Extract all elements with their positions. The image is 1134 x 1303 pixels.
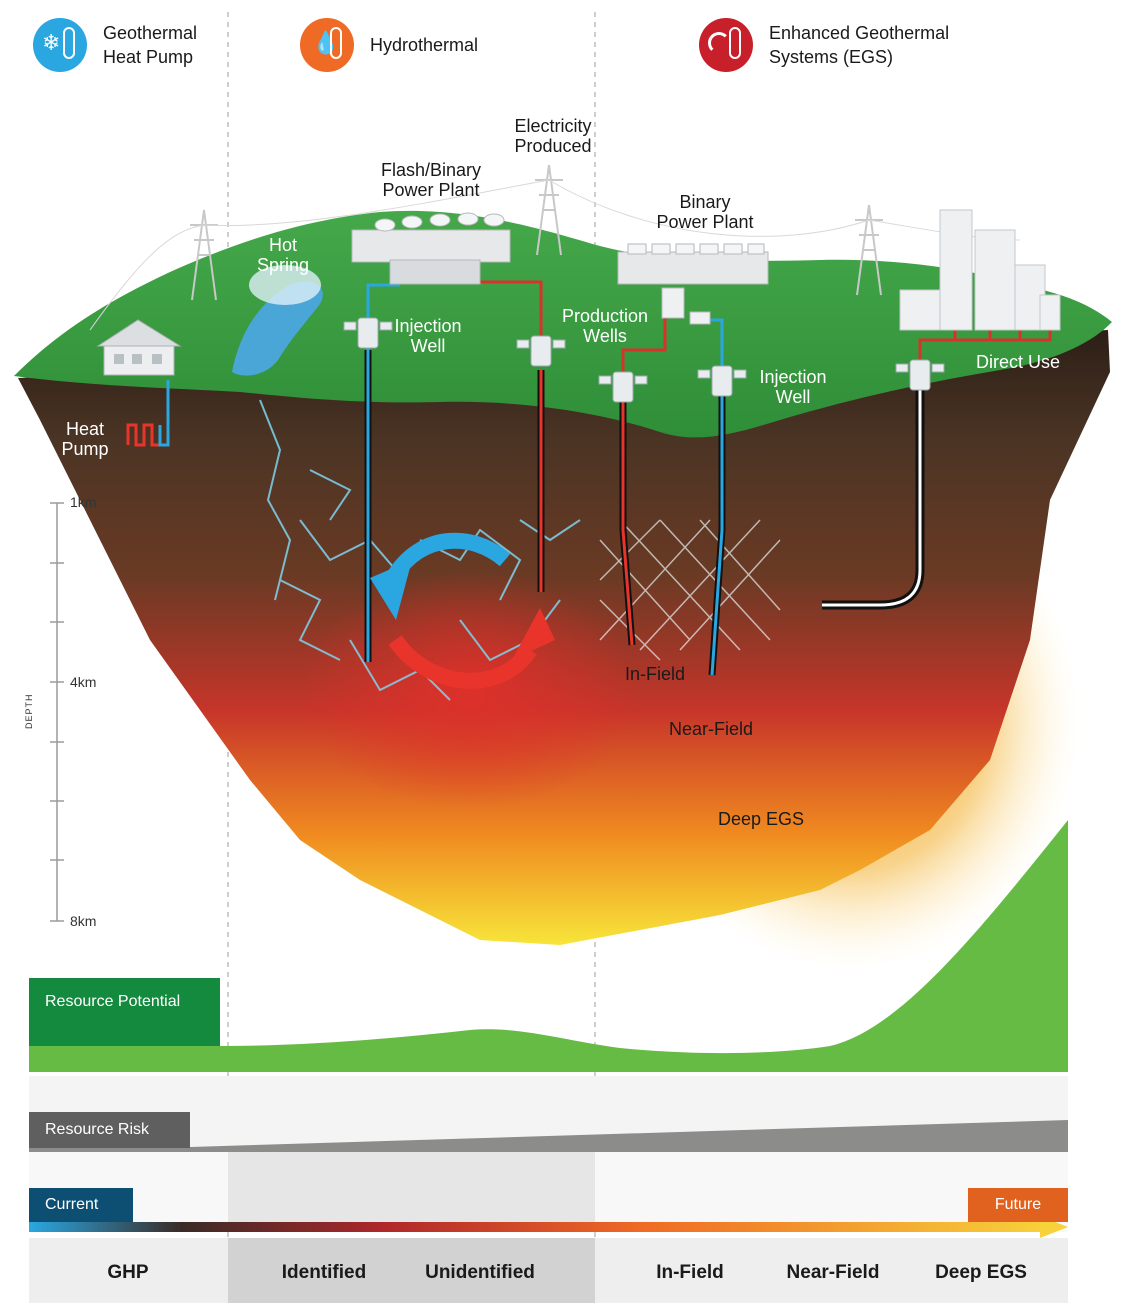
legend-hydrothermal-label: Hydrothermal xyxy=(370,35,479,55)
current-label: Current xyxy=(29,1188,133,1222)
circulation-arrow-cold-head xyxy=(370,560,412,620)
wellhead-icon xyxy=(343,317,945,403)
depth-scale xyxy=(50,502,64,922)
legend-egs-line1: Enhanced Geothermal xyxy=(769,23,950,43)
depth-tick-label: 8km xyxy=(70,913,97,929)
resource-potential-label: Resource Potential xyxy=(45,993,181,1010)
near-field-label: Near-Field xyxy=(668,719,754,739)
hot-rock-zone xyxy=(300,570,640,810)
category-near-field: Near-Field xyxy=(786,1262,880,1283)
depth-tick-label: 1km xyxy=(70,494,97,510)
house-icon xyxy=(96,319,182,376)
circulation-arrow-cold xyxy=(388,532,511,580)
direct-use-label: Direct Use xyxy=(975,352,1060,372)
binary-power-plant-icon xyxy=(617,243,769,325)
hydrothermal-band-shade xyxy=(228,1152,595,1232)
flash-binary-power-plant-icon xyxy=(351,212,511,285)
depth-axis-title: DEPTH xyxy=(24,693,34,729)
heat-waves-thermometer-icon xyxy=(699,18,753,72)
resource-risk-label: Resource Risk xyxy=(29,1112,190,1148)
legend-ghp: ❄ Geothermal Heat Pump xyxy=(33,18,197,72)
heat-pump-loop-hot xyxy=(126,423,162,447)
hot-pipe xyxy=(470,280,543,340)
hot-pipe xyxy=(621,305,667,372)
hydrothermal-category-bg xyxy=(228,1238,595,1303)
city-buildings-icon xyxy=(899,209,1061,331)
droplet-thermometer-icon: 💧 xyxy=(300,18,354,72)
depth-tick-label: 4km xyxy=(70,674,97,690)
hot-spring-pool xyxy=(232,281,323,376)
hot-spring-steam xyxy=(249,265,321,305)
circulation-arrow-hot-head xyxy=(512,608,555,660)
future-label: Future xyxy=(968,1188,1068,1222)
resource-potential-panel-bg xyxy=(29,978,220,1046)
timeline-arrow xyxy=(29,1222,1049,1232)
in-field-label: In-Field xyxy=(624,664,686,684)
category-identified: Identified xyxy=(281,1262,367,1283)
legend-ghp-line2: Heat Pump xyxy=(103,47,194,67)
category-unidentified: Unidentified xyxy=(425,1262,535,1283)
resource-risk-wedge xyxy=(29,1112,1068,1152)
snowflake-thermometer-icon: ❄ xyxy=(33,18,87,72)
egs-injection-well-pipe xyxy=(708,395,726,676)
legend-hydrothermal: 💧 Hydrothermal xyxy=(300,18,478,72)
legend-egs: Enhanced Geothermal Systems (EGS) xyxy=(699,18,949,72)
resource-potential-curve xyxy=(29,820,1068,1072)
heat-pump-loop-cold xyxy=(158,380,170,447)
legend-egs-line2: Systems (EGS) xyxy=(769,47,894,67)
category-deep-egs: Deep EGS xyxy=(935,1262,1027,1283)
circulation-arrow-hot xyxy=(388,635,537,689)
egs-production-well-pipe xyxy=(619,400,636,646)
deep-egs-horizontal-well xyxy=(822,390,925,610)
transmission-tower-icon xyxy=(190,164,883,301)
legend-ghp-line1: Geothermal xyxy=(103,23,198,43)
deep-egs-label: Deep EGS xyxy=(717,809,805,829)
category-in-field: In-Field xyxy=(656,1262,724,1283)
category-ghp: GHP xyxy=(107,1262,149,1283)
